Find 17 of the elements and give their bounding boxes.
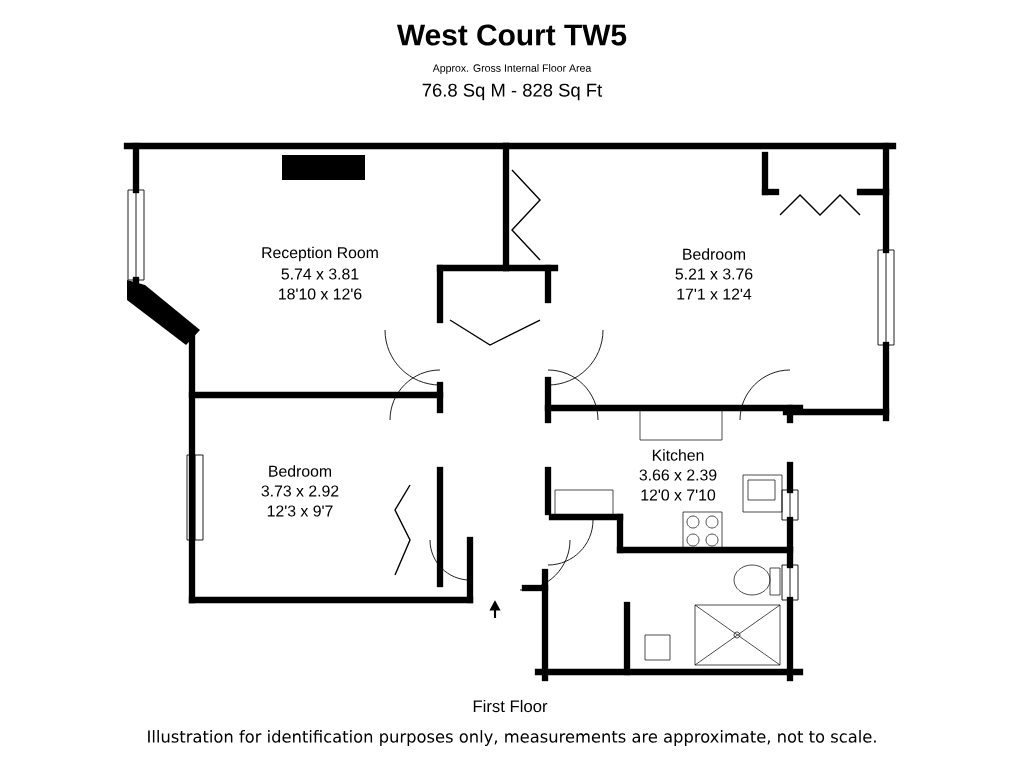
floor-label: First Floor — [473, 699, 548, 713]
room-dimensions: 3.73 x 2.92 — [261, 485, 339, 497]
room-name: Bedroom — [683, 248, 746, 260]
room-dimensions: 5.21 x 3.76 — [675, 268, 753, 280]
room-dimensions: 18'10 x 12'6 — [279, 288, 362, 300]
room-dimensions: 12'0 x 7'10 — [641, 489, 716, 501]
caption: Illustration for identification purposes only, measurements are approximate, not to scale. — [148, 730, 876, 746]
subtitle: Approx. Gross Internal Floor Area — [432, 64, 592, 74]
room-dimensions: 12'3 x 9'7 — [267, 505, 333, 517]
room-name: Kitchen — [652, 449, 704, 461]
room-name: Bedroom — [269, 465, 332, 477]
title: West Court TW5 — [397, 24, 627, 46]
room-dimensions: 17'1 x 12'4 — [677, 288, 752, 300]
area-text: 76.8 Sq M - 828 Sq Ft — [422, 83, 603, 101]
room-dimensions: 5.74 x 3.81 — [281, 268, 359, 280]
room-dimensions: 3.66 x 2.39 — [639, 469, 717, 481]
room-name: Reception Room — [262, 246, 378, 262]
